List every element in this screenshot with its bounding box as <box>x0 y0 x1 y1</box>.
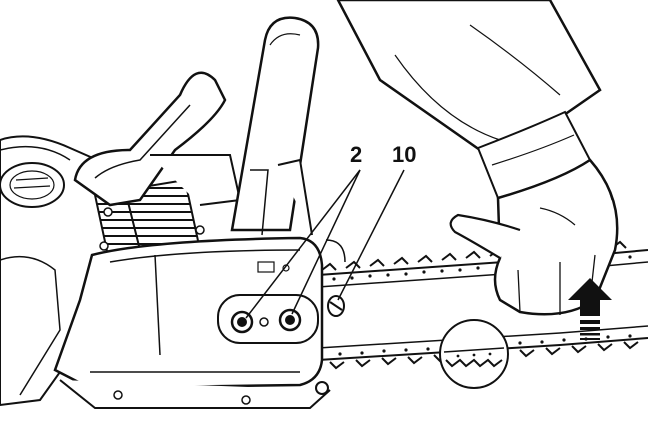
leader-line <box>291 169 361 315</box>
callout-2: 2 <box>245 142 362 319</box>
leader-line <box>245 169 361 319</box>
chain-tensioning-screw <box>327 295 345 317</box>
callout-label-2: 2 <box>350 142 362 167</box>
bar-nut-right <box>278 308 302 332</box>
engine-housing <box>0 16 346 409</box>
leader-line <box>337 169 405 301</box>
callout-10: 10 <box>337 142 416 301</box>
callout-label-10: 10 <box>392 142 416 167</box>
magnifier-circle-icon <box>439 319 509 389</box>
gloved-hand <box>336 0 619 316</box>
arrow-up-icon <box>568 278 612 340</box>
